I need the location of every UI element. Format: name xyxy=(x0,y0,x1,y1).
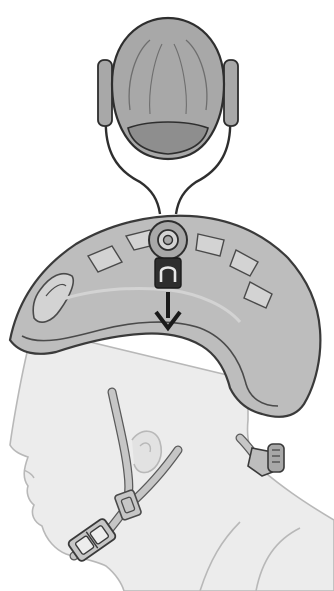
helmet-icon xyxy=(8,214,322,418)
chin-strap-buckle-icon xyxy=(67,518,117,562)
arrow-down-icon xyxy=(154,292,182,332)
mount-clip-icon xyxy=(148,220,188,289)
helmet-headset-unit-icon xyxy=(97,16,239,215)
strap-divider-icon xyxy=(114,489,142,521)
strap-adjuster-icon xyxy=(247,443,285,477)
